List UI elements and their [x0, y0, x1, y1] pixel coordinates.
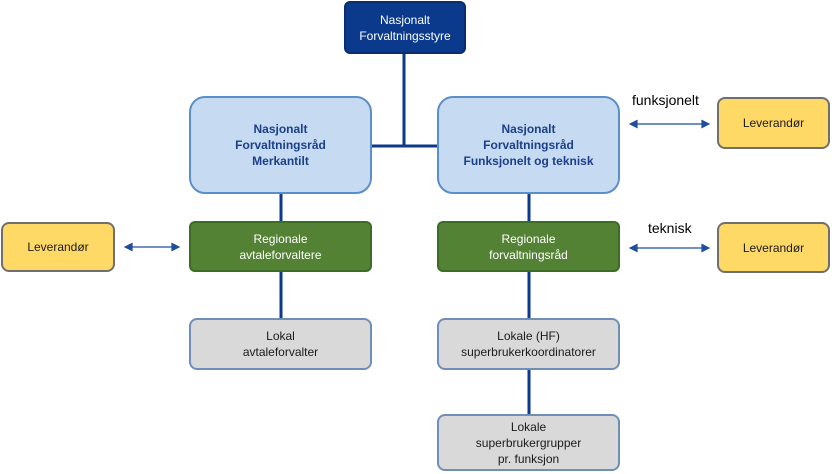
- line-3: Funksjonelt og teknisk: [463, 154, 594, 168]
- node-regionale-avtaleforvaltere: Regionale avtaleforvaltere: [189, 221, 372, 272]
- node-regionale-forvaltningsrad: Regionale forvaltningsråd: [437, 221, 620, 272]
- node-leverandor-top-right: Leverandør: [717, 97, 830, 149]
- line-2: superbrukergrupper: [475, 435, 582, 450]
- edge-label-funksjonelt: funksjonelt: [632, 92, 699, 108]
- line-2: avtaleforvaltere: [239, 247, 322, 262]
- node-lokale-superbrukergrupper: Lokale superbrukergrupper pr. funksjon: [437, 414, 620, 471]
- line-2: forvaltningsråd: [489, 247, 568, 262]
- line-1: Regionale: [253, 231, 308, 246]
- node-lokal-avtaleforvalter: Lokal avtaleforvalter: [189, 318, 372, 370]
- node-forvaltningsrad-merkantilt: Nasjonalt Forvaltningsråd Merkantilt: [189, 96, 372, 194]
- line-1: Leverandør: [742, 116, 805, 130]
- node-nasjonalt-forvaltningsstyre: Nasjonalt Forvaltningsstyre: [344, 1, 466, 54]
- line-1: Lokal: [266, 329, 295, 343]
- edge-label-teknisk: teknisk: [648, 220, 692, 236]
- line-2: superbrukerkoordinatorer: [461, 345, 596, 359]
- line-2: Forvaltningsråd: [483, 138, 574, 152]
- double-arrow-left: [123, 242, 181, 252]
- node-leverandor-left: Leverandør: [1, 222, 115, 272]
- line-1: Nasjonalt: [379, 12, 431, 27]
- line-3: Merkantilt: [252, 154, 309, 168]
- line-2: Forvaltningsstyre: [359, 28, 451, 43]
- line-1: Nasjonalt: [501, 122, 556, 136]
- line-1: Lokale: [510, 419, 547, 434]
- line-2: Forvaltningsråd: [235, 138, 326, 152]
- node-leverandor-bottom-right: Leverandør: [717, 222, 830, 273]
- double-arrow-bottom-right: [628, 243, 711, 253]
- line-1: Leverandør: [27, 240, 89, 254]
- line-2: avtaleforvalter: [242, 345, 319, 359]
- node-lokale-hf-superbrukerkoordinatorer: Lokale (HF) superbrukerkoordinatorer: [437, 318, 620, 370]
- double-arrow-top-right: [628, 119, 711, 129]
- line-3: pr. funksjon: [497, 451, 560, 466]
- line-1: Regionale: [501, 231, 556, 246]
- line-1: Leverandør: [742, 240, 805, 255]
- line-1: Nasjonalt: [253, 122, 308, 136]
- line-1: Lokale (HF): [497, 329, 560, 343]
- node-forvaltningsrad-funksjonelt-teknisk: Nasjonalt Forvaltningsråd Funksjonelt og…: [437, 96, 620, 194]
